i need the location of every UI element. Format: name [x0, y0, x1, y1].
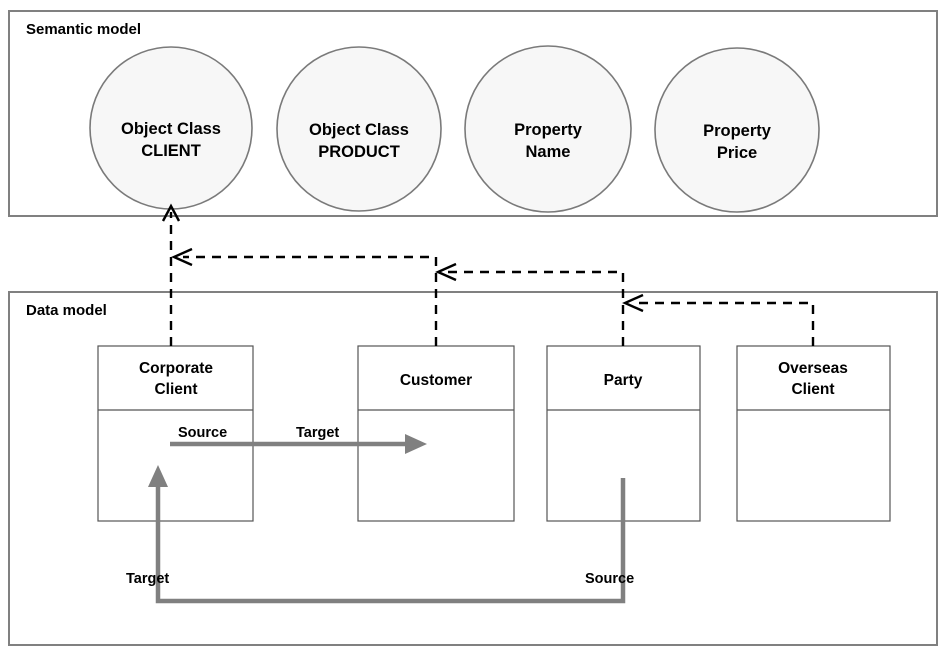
gray-mapping-party-to-corporate-client — [148, 465, 626, 604]
dashed-link-overseas-client-to-client — [622, 293, 815, 346]
semantic-node-1-line1: Object Class — [309, 121, 409, 139]
mapping-label-lower-target: Target — [126, 571, 169, 587]
entity-1-line1: Customer — [400, 372, 472, 389]
entity-0-line2: Client — [154, 381, 197, 398]
entity-customer[interactable]: Customer — [357, 345, 515, 522]
semantic-node-1-line2: PRODUCT — [318, 143, 400, 161]
semantic-node-object-class-product[interactable] — [276, 46, 442, 212]
entity-3-line2: Client — [791, 381, 834, 398]
arrowhead-left-overseas-link — [622, 293, 644, 313]
mapping-label-upper-target: Target — [296, 425, 339, 441]
entity-overseas-client[interactable]: Overseas Client — [736, 345, 891, 522]
semantic-node-object-class-client[interactable] — [89, 46, 253, 210]
entity-0-line1: Corporate — [139, 360, 213, 377]
semantic-node-2-line1: Property — [514, 121, 583, 139]
semantic-node-0-line1: Object Class — [121, 120, 221, 138]
mapping-label-lower-source: Source — [585, 571, 634, 587]
arrowhead-up-to-corporate-client — [148, 465, 168, 487]
dashed-link-customer-to-client — [171, 247, 438, 346]
semantic-node-property-name[interactable] — [464, 45, 632, 213]
entity-2-line1: Party — [604, 372, 643, 389]
semantic-node-3-line2: Price — [717, 144, 757, 162]
semantic-node-0-line2: CLIENT — [141, 142, 201, 160]
entity-3-line1: Overseas — [778, 360, 848, 377]
entity-corporate-client[interactable]: Corporate Client — [97, 345, 254, 522]
semantic-node-property-price[interactable] — [654, 47, 820, 213]
semantic-node-3-line1: Property — [703, 122, 772, 140]
arrowhead-left-customer-link — [171, 247, 193, 267]
mapping-label-upper-source: Source — [178, 425, 227, 441]
data-model-label: Data model — [26, 302, 107, 319]
semantic-model-label: Semantic model — [26, 21, 141, 38]
semantic-node-2-line2: Name — [526, 143, 571, 161]
dashed-link-party-to-client — [435, 262, 625, 346]
arrowhead-right-to-customer — [405, 434, 427, 454]
arrowhead-up-to-client-circle — [161, 203, 181, 222]
gray-mapping-corporate-client-to-customer — [170, 434, 427, 454]
arrowhead-left-party-link — [435, 262, 457, 282]
dashed-link-corporate-client-to-client — [161, 203, 181, 346]
